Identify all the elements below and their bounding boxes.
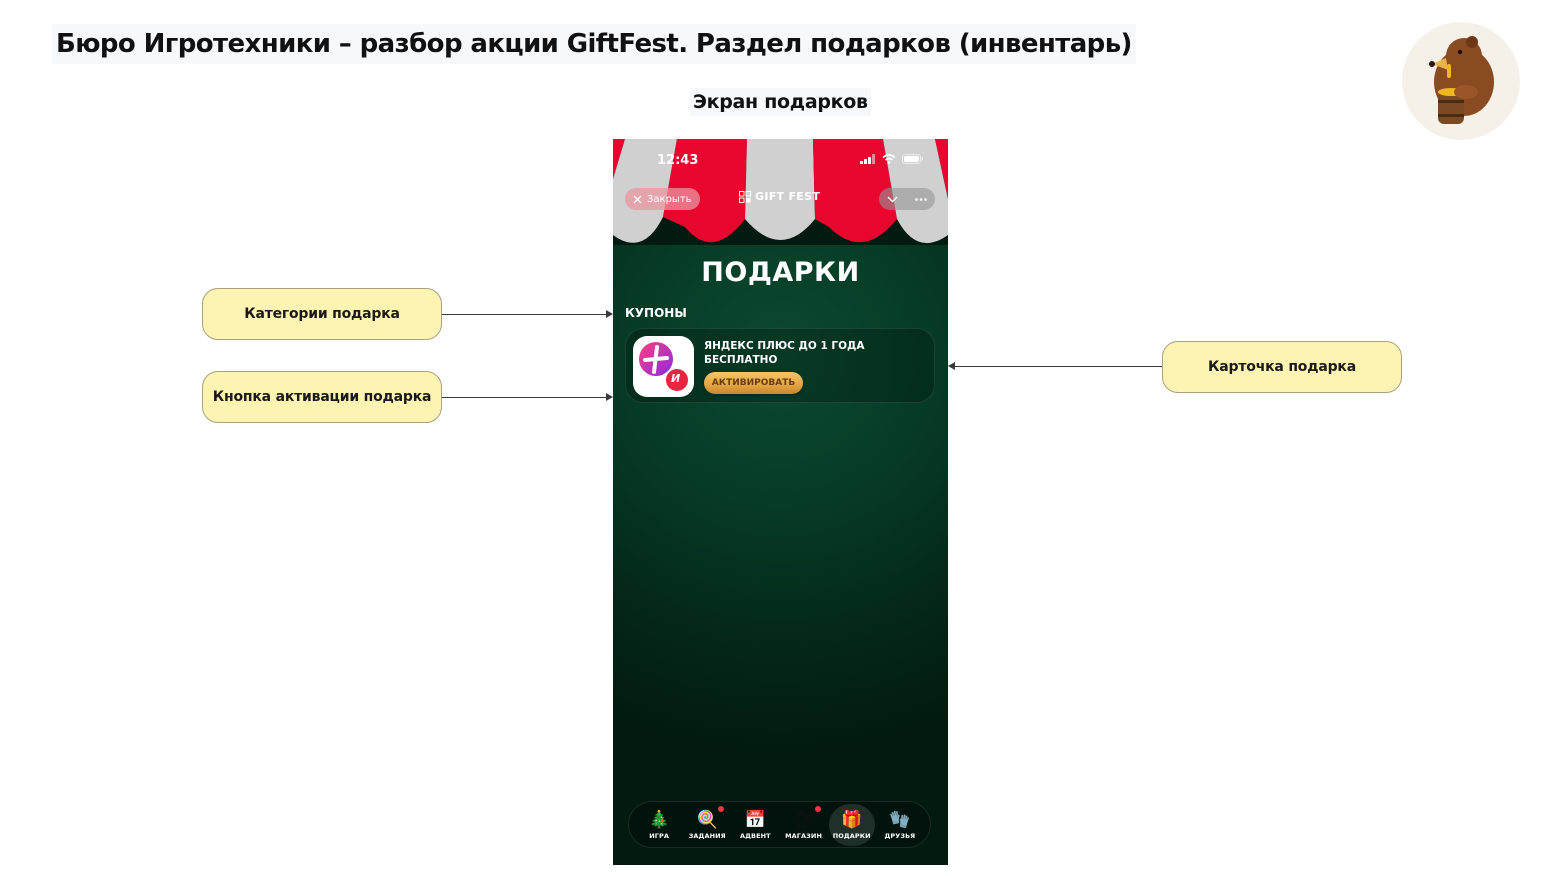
screen-title: Экран подарков bbox=[690, 88, 871, 116]
brand-logo: GIFT FEST bbox=[739, 190, 820, 203]
page-title: Бюро Игротехники – разбор акции GiftFest… bbox=[52, 24, 1136, 64]
signal-icon bbox=[860, 154, 875, 164]
shopping-bag-icon: 🛍 bbox=[792, 810, 815, 830]
candy-cane-icon: 🍭 bbox=[696, 810, 718, 830]
callout-label: Кнопка активации подарка bbox=[212, 389, 432, 405]
close-label: Закрыть bbox=[647, 193, 692, 205]
mittens-icon: 🧤 bbox=[889, 810, 911, 830]
gifts-page-title: ПОДАРКИ bbox=[701, 257, 860, 288]
gift-title: ЯНДЕКС ПЛЮС ДО 1 ГОДА БЕСПЛАТНО bbox=[704, 340, 865, 366]
gift-card[interactable]: И ЯНДЕКС ПЛЮС ДО 1 ГОДА БЕСПЛАТНО АКТИВИ… bbox=[625, 328, 935, 403]
category-label-coupons[interactable]: КУПОНЫ bbox=[625, 306, 687, 320]
nav-label: ИГРА bbox=[649, 832, 669, 840]
nav-item-shop[interactable]: 🛍 МАГАЗИН bbox=[781, 804, 827, 846]
nav-label: ПОДАРКИ bbox=[832, 832, 871, 840]
callout-label: Карточка подарка bbox=[1208, 359, 1356, 375]
bottom-nav: 🎄 ИГРА 🍭 ЗАДАНИЯ 📅 АДВЕНТ 🛍 МАГАЗИН 🎁 ПО… bbox=[628, 801, 931, 848]
callout-activate-button: Кнопка активации подарка bbox=[202, 371, 442, 423]
nav-label: АДВЕНТ bbox=[740, 832, 771, 840]
christmas-tree-icon: 🎄 bbox=[648, 810, 670, 830]
chevron-down-icon[interactable] bbox=[887, 196, 898, 203]
arrow-connector bbox=[442, 397, 607, 398]
wifi-icon bbox=[882, 154, 896, 164]
phone-screen: 12:43 Закрыть GIFT FEST bbox=[613, 139, 948, 865]
nav-label: ДРУЗЬЯ bbox=[884, 832, 916, 840]
callout-label: Категории подарка bbox=[244, 306, 400, 322]
notification-dot bbox=[814, 805, 821, 812]
nav-item-gifts[interactable]: 🎁 ПОДАРКИ bbox=[828, 803, 875, 846]
bear-logo-icon bbox=[1402, 22, 1520, 140]
brand-name: GIFT FEST bbox=[755, 190, 821, 203]
gift-icon: 🎁 bbox=[841, 810, 863, 830]
gift-fest-logo-icon bbox=[739, 190, 751, 203]
status-time: 12:43 bbox=[657, 153, 699, 168]
nav-item-advent[interactable]: 📅 АДВЕНТ bbox=[732, 804, 778, 846]
battery-icon bbox=[902, 154, 923, 164]
arrow-connector bbox=[442, 314, 607, 315]
callout-gift-card: Карточка подарка bbox=[1162, 341, 1402, 393]
menu-controls bbox=[879, 188, 935, 210]
close-button[interactable]: Закрыть bbox=[625, 188, 700, 210]
notification-dot bbox=[718, 805, 725, 812]
close-icon bbox=[633, 195, 642, 203]
activate-button[interactable]: АКТИВИРОВАТЬ bbox=[704, 372, 803, 394]
nav-item-game[interactable]: 🎄 ИГРА bbox=[636, 804, 682, 846]
nav-label: ЗАДАНИЯ bbox=[688, 832, 726, 840]
nav-item-friends[interactable]: 🧤 ДРУЗЬЯ bbox=[877, 804, 923, 846]
nav-label: МАГАЗИН bbox=[785, 832, 822, 840]
arrow-head-icon bbox=[606, 310, 613, 318]
callout-gift-categories: Категории подарка bbox=[202, 288, 442, 340]
badge-letter: И bbox=[671, 372, 681, 385]
arrow-head-icon bbox=[606, 393, 613, 401]
nav-item-tasks[interactable]: 🍭 ЗАДАНИЯ bbox=[684, 804, 730, 846]
status-icons bbox=[860, 154, 924, 164]
calendar-icon: 📅 bbox=[744, 810, 766, 830]
arrow-connector bbox=[954, 366, 1162, 367]
more-icon[interactable] bbox=[914, 197, 927, 201]
yandex-plus-icon: И bbox=[633, 336, 694, 397]
arrow-head-icon bbox=[948, 362, 955, 370]
